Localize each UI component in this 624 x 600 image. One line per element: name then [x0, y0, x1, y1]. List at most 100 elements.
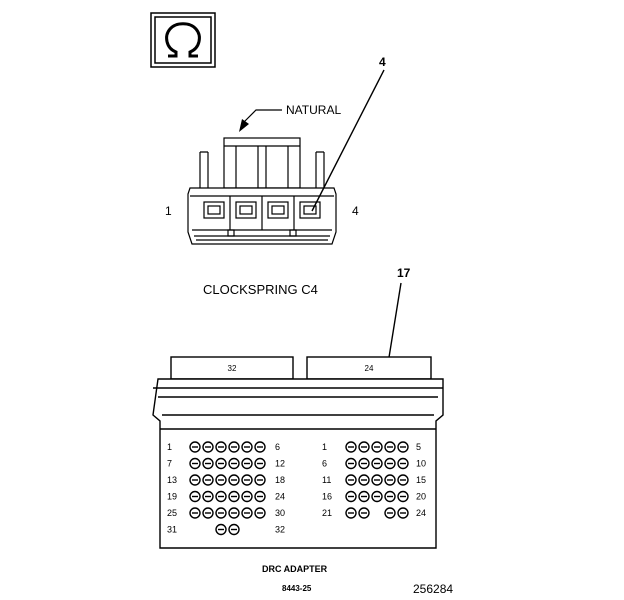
pin-row-end-label: 5	[416, 442, 421, 452]
pin-icon	[371, 474, 383, 486]
pin-icon	[215, 457, 227, 470]
pin-icon	[215, 523, 227, 536]
pin-icon	[397, 441, 409, 453]
pin-icon	[384, 490, 396, 503]
material-label: NATURAL	[286, 103, 341, 117]
pin-icon	[228, 523, 240, 536]
terminal-cavity	[203, 201, 225, 219]
left-lock-tab	[199, 151, 209, 188]
drc-adapter	[152, 356, 444, 549]
pin-icon	[358, 457, 370, 470]
pin-icon	[397, 474, 409, 486]
pin-icon	[358, 474, 370, 486]
pin-icon	[215, 441, 227, 453]
pin-icon	[345, 457, 357, 470]
pin-icon	[397, 490, 409, 503]
pin-icon	[189, 490, 201, 503]
pin-icon	[189, 474, 201, 486]
pin-icon	[345, 474, 357, 486]
pin-icon	[254, 507, 266, 519]
pin-icon	[371, 441, 383, 453]
pin-icon	[241, 457, 253, 470]
pin-row-start-label: 13	[167, 475, 177, 485]
pin-icon	[228, 490, 240, 503]
pin-row-end-label: 24	[275, 492, 285, 502]
pin-icon	[202, 457, 214, 470]
pin-icon	[215, 490, 227, 503]
right-header-label: 24	[365, 364, 374, 373]
pin-row-start-label: 19	[167, 492, 177, 502]
pin-row-start-label: 6	[322, 459, 327, 469]
pin-row-end-label: 30	[275, 508, 285, 518]
pin-icon	[228, 441, 240, 453]
adapter-housing	[152, 378, 444, 549]
pin-icon	[202, 441, 214, 453]
pin-row-start-label: 1	[322, 442, 327, 452]
pin-icon	[202, 490, 214, 503]
omega-icon	[165, 22, 201, 58]
pin-icon	[215, 474, 227, 486]
pin-icon	[189, 457, 201, 470]
material-leader	[243, 109, 282, 123]
pin-icon	[202, 507, 214, 519]
figure-number: 256284	[413, 582, 453, 596]
right-lock-tab	[315, 151, 325, 188]
terminal-cavity	[235, 201, 257, 219]
pin-row-start-label: 16	[322, 492, 332, 502]
callout-leader-pin-4	[311, 69, 385, 212]
pin-row-end-label: 20	[416, 492, 426, 502]
pin-icon	[397, 507, 409, 519]
callout-pin-17: 17	[397, 266, 411, 280]
pin-icon	[358, 441, 370, 453]
connector-name: CLOCKSPRING C4	[203, 282, 318, 297]
pin-row-start-label: 11	[322, 475, 331, 485]
pin-label-right: 4	[352, 204, 359, 218]
clockspring-connector	[187, 137, 337, 245]
pin-row-start-label: 7	[167, 459, 172, 469]
pin-icon	[241, 507, 253, 519]
pin-row-start-label: 1	[167, 442, 172, 452]
pin-label-left: 1	[165, 204, 172, 218]
pin-row-end-label: 10	[416, 459, 426, 469]
pin-icon	[254, 457, 266, 470]
left-header-label: 32	[228, 364, 237, 373]
pin-icon	[254, 474, 266, 486]
pin-icon	[384, 474, 396, 486]
pin-row-end-label: 6	[275, 442, 280, 452]
terminal-cavity	[299, 201, 321, 219]
pin-icon	[397, 457, 409, 470]
pin-row-end-label: 12	[275, 459, 285, 469]
pin-row-end-label: 24	[416, 508, 426, 518]
pin-icon	[189, 507, 201, 519]
pin-icon	[228, 507, 240, 519]
pin-row-end-label: 15	[416, 475, 426, 485]
pin-icon	[215, 507, 227, 519]
pin-icon	[189, 441, 201, 453]
pin-icon	[345, 507, 357, 519]
pin-row-end-label: 18	[275, 475, 285, 485]
pin-row-start-label: 21	[322, 508, 332, 518]
pin-icon	[345, 441, 357, 453]
pin-icon	[241, 490, 253, 503]
pin-icon	[241, 474, 253, 486]
pin-icon	[384, 441, 396, 453]
pin-row-end-label: 32	[275, 525, 285, 535]
arrow-head-icon	[239, 119, 249, 132]
pin-icon	[384, 507, 396, 519]
pin-icon	[384, 457, 396, 470]
pin-icon	[228, 474, 240, 486]
pin-icon	[202, 474, 214, 486]
adapter-part-number: 8443-25	[282, 584, 312, 593]
terminal-cavity	[267, 201, 289, 219]
omega-symbol	[150, 12, 216, 68]
pin-icon	[228, 457, 240, 470]
pin-icon	[358, 490, 370, 503]
pin-icon	[371, 490, 383, 503]
pin-icon	[358, 507, 370, 519]
pin-icon	[254, 441, 266, 453]
pin-row-start-label: 25	[167, 508, 177, 518]
callout-pin-4: 4	[379, 55, 386, 69]
pin-icon	[241, 441, 253, 453]
